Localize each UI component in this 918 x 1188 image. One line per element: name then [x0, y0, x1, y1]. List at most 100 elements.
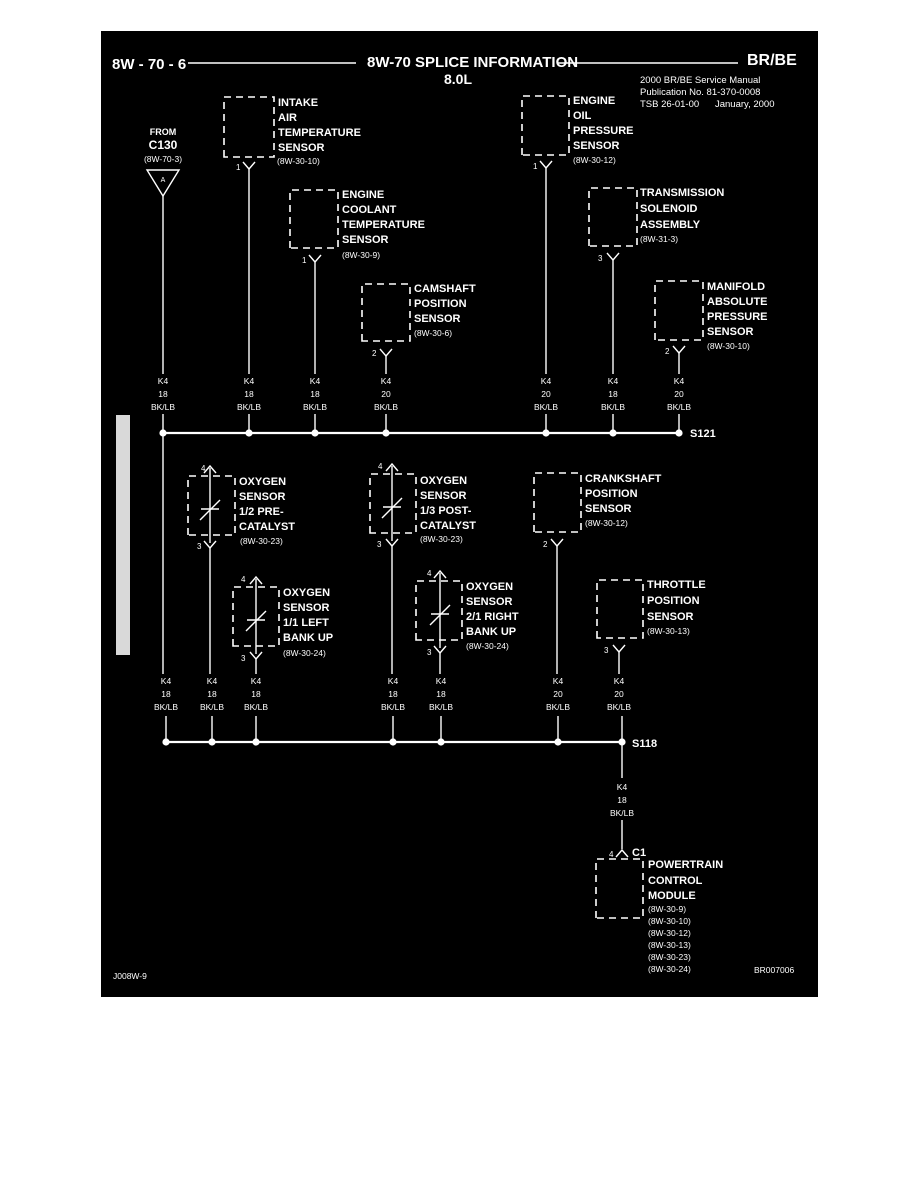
component-camshaft-sensor: CAMSHAFT POSITION SENSOR (8W-30-6) 2	[361, 283, 476, 358]
svg-text:TRANSMISSION: TRANSMISSION	[640, 187, 724, 199]
svg-text:3: 3	[197, 542, 202, 551]
svg-text:3: 3	[598, 254, 603, 263]
wiring-diagram-panel	[101, 31, 818, 997]
svg-text:K4: K4	[388, 676, 399, 686]
svg-text:(8W-30-10): (8W-30-10)	[707, 341, 750, 351]
svg-text:SENSOR: SENSOR	[466, 596, 513, 608]
svg-text:(8W-30-23): (8W-30-23)	[420, 534, 463, 544]
svg-text:POSITION: POSITION	[414, 298, 467, 310]
splice-label-s118: S118	[632, 738, 657, 750]
component-ect: ENGINE COOLANT TEMPERATURE SENSOR (8W-30…	[289, 189, 425, 265]
svg-text:K4: K4	[674, 376, 685, 386]
svg-text:(8W-30-24): (8W-30-24)	[283, 648, 326, 658]
svg-text:18: 18	[244, 389, 254, 399]
component-oil-pressure-sensor: ENGINE OIL PRESSURE SENSOR (8W-30-12) 1	[521, 95, 634, 171]
from-label: FROM	[150, 127, 177, 137]
component-throttle-sensor: THROTTLE POSITION SENSOR (8W-30-13) 3	[596, 579, 706, 655]
svg-text:(8W-30-9): (8W-30-9)	[648, 904, 686, 914]
svg-text:BK/LB: BK/LB	[303, 402, 327, 412]
svg-text:20: 20	[381, 389, 391, 399]
engine-size: 8.0L	[444, 71, 472, 87]
svg-text:CONTROL: CONTROL	[648, 875, 703, 887]
svg-text:(8W-30-23): (8W-30-23)	[648, 952, 691, 962]
svg-text:BK/LB: BK/LB	[200, 702, 224, 712]
svg-text:18: 18	[436, 689, 446, 699]
svg-text:SENSOR: SENSOR	[585, 503, 632, 515]
svg-text:(8W-30-6): (8W-30-6)	[414, 328, 452, 338]
svg-text:CATALYST: CATALYST	[239, 521, 295, 533]
upper-wire-labels: K4 18 BK/LB K4 18 BK/LB K4 18 BK/LB K4 2…	[151, 376, 691, 412]
svg-text:18: 18	[158, 389, 168, 399]
svg-text:3: 3	[604, 646, 609, 655]
svg-text:18: 18	[251, 689, 261, 699]
svg-text:C1: C1	[632, 847, 646, 859]
svg-text:(8W-30-10): (8W-30-10)	[277, 156, 320, 166]
svg-text:TEMPERATURE: TEMPERATURE	[278, 127, 361, 139]
svg-text:1: 1	[302, 256, 307, 265]
pin-chevron-icon	[242, 161, 256, 171]
svg-text:BK/LB: BK/LB	[607, 702, 631, 712]
svg-text:TEMPERATURE: TEMPERATURE	[342, 219, 425, 231]
component-crankshaft-sensor: CRANKSHAFT POSITION SENSOR (8W-30-12) 2	[533, 472, 662, 549]
svg-text:K4: K4	[158, 376, 169, 386]
svg-text:K4: K4	[161, 676, 172, 686]
svg-text:4: 4	[609, 850, 614, 859]
svg-text:OXYGEN: OXYGEN	[420, 475, 467, 487]
svg-text:SENSOR: SENSOR	[278, 142, 325, 154]
svg-text:SENSOR: SENSOR	[414, 313, 461, 325]
svg-text:(8W-30-10): (8W-30-10)	[648, 916, 691, 926]
svg-text:K4: K4	[381, 376, 392, 386]
svg-text:SENSOR: SENSOR	[420, 490, 467, 502]
svg-text:18: 18	[388, 689, 398, 699]
svg-text:(8W-30-13): (8W-30-13)	[648, 940, 691, 950]
svg-text:PRESSURE: PRESSURE	[707, 311, 768, 323]
svg-text:2: 2	[372, 349, 377, 358]
component-iat: INTAKE AIR TEMPERATURE SENSOR (8W-30-10)…	[223, 96, 361, 172]
connector-triangle-icon	[145, 169, 181, 198]
svg-text:4: 4	[378, 462, 383, 471]
pin-chevron-icon	[606, 252, 620, 262]
footer-left-code: J008W-9	[113, 971, 147, 981]
model-code: BR/BE	[747, 52, 797, 69]
svg-text:18: 18	[310, 389, 320, 399]
svg-text:ENGINE: ENGINE	[342, 189, 384, 201]
svg-text:K4: K4	[436, 676, 447, 686]
svg-text:A: A	[161, 177, 166, 184]
svg-text:18: 18	[161, 689, 171, 699]
svg-text:SOLENOID: SOLENOID	[640, 203, 698, 215]
pin-chevron-icon	[308, 254, 322, 264]
manual-info-line-2: Publication No. 81-370-0008	[640, 87, 760, 98]
svg-text:BK/LB: BK/LB	[154, 702, 178, 712]
svg-text:COOLANT: COOLANT	[342, 204, 397, 216]
svg-text:(8W-31-3): (8W-31-3)	[640, 234, 678, 244]
svg-text:BK/LB: BK/LB	[601, 402, 625, 412]
pcm-wire-color: BK/LB	[610, 808, 634, 818]
pin-chevron-icon	[539, 160, 553, 170]
svg-text:AIR: AIR	[278, 112, 297, 124]
svg-text:SENSOR: SENSOR	[342, 234, 389, 246]
svg-text:SENSOR: SENSOR	[707, 326, 754, 338]
svg-text:18: 18	[207, 689, 217, 699]
svg-text:CAMSHAFT: CAMSHAFT	[414, 283, 476, 295]
pin-chevron-icon	[672, 345, 686, 355]
svg-text:1: 1	[236, 163, 241, 172]
lower-wire-labels: K4 18 BK/LB K4 18 BK/LB K4 18 BK/LB K4 1…	[154, 676, 631, 712]
splice-label-s121: S121	[690, 428, 716, 440]
svg-text:20: 20	[541, 389, 551, 399]
footer-right-code: BR007006	[754, 965, 794, 975]
from-connector-ref: (8W-70-3)	[144, 154, 182, 164]
svg-text:(8W-30-9): (8W-30-9)	[342, 250, 380, 260]
svg-text:ASSEMBLY: ASSEMBLY	[640, 219, 701, 231]
pcm-wire-circuit: K4	[617, 782, 628, 792]
svg-text:SENSOR: SENSOR	[239, 491, 286, 503]
svg-text:POSITION: POSITION	[585, 488, 638, 500]
component-o2-sensor-1-3: 4 OXYGEN SENSOR 1/3 POST- CATALYST (8W-3…	[369, 462, 476, 549]
component-transmission-solenoid: TRANSMISSION SOLENOID ASSEMBLY (8W-31-3)…	[588, 187, 724, 263]
svg-text:K4: K4	[614, 676, 625, 686]
svg-text:BK/LB: BK/LB	[546, 702, 570, 712]
svg-text:3: 3	[377, 540, 382, 549]
svg-text:(8W-30-12): (8W-30-12)	[585, 518, 628, 528]
svg-text:K4: K4	[251, 676, 262, 686]
svg-text:20: 20	[553, 689, 563, 699]
manual-info-line-3: TSB 26-01-00 January, 2000	[640, 99, 774, 110]
